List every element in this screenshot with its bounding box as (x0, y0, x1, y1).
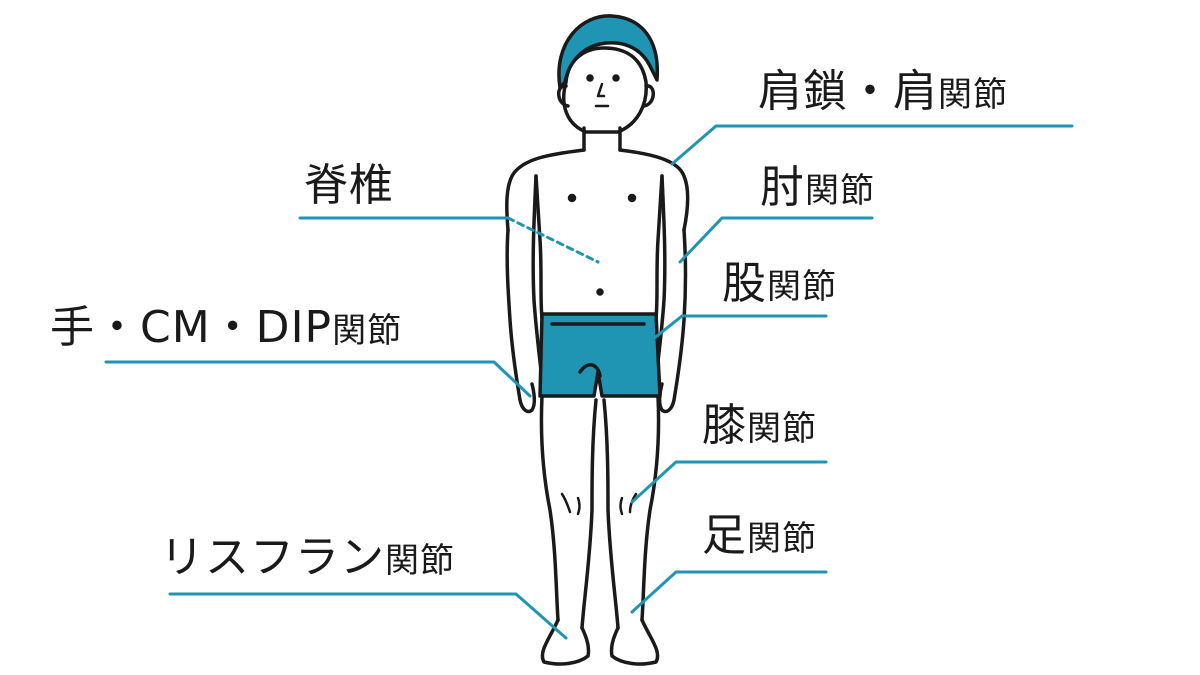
fly-line (578, 363, 602, 378)
label-knee-main: 膝 (702, 400, 747, 451)
leader-knee (630, 460, 828, 504)
navel (596, 288, 604, 296)
left-knee (560, 492, 581, 516)
nose (596, 82, 606, 98)
label-shoulder-joint: 肩鎖・肩関節 (758, 70, 1008, 114)
label-hand-main: 手・CM・DIP (50, 302, 333, 353)
shorts (538, 312, 662, 398)
leader-hip (630, 314, 828, 358)
left-eye (586, 74, 594, 82)
left-ear (557, 84, 570, 108)
label-ankle-main: 足 (702, 510, 747, 561)
head (562, 46, 648, 134)
label-shoulder-suffix: 関節 (938, 75, 1008, 115)
left-leg (539, 394, 598, 630)
label-hand-joint: 手・CM・DIP関節 (50, 306, 402, 350)
label-knee-suffix: 関節 (747, 409, 817, 449)
leader-ankle (630, 570, 828, 614)
right-knee (619, 492, 638, 516)
left-foot (540, 618, 591, 666)
label-shoulder-main: 肩鎖・肩 (758, 66, 938, 117)
label-hip-suffix: 関節 (767, 267, 837, 307)
label-spine-main: 脊椎 (304, 160, 394, 211)
label-knee-joint: 膝関節 (702, 404, 817, 448)
label-ankle-suffix: 関節 (747, 519, 817, 559)
left-chest-dot (567, 193, 577, 203)
leader-spine-dashed (506, 216, 600, 264)
hair (557, 14, 660, 90)
leader-lisfranc (168, 592, 568, 640)
label-lisfranc-suffix: 関節 (385, 541, 455, 581)
neck (582, 126, 622, 152)
torso (505, 148, 690, 320)
right-chest-dot (627, 193, 637, 203)
right-leg (602, 394, 661, 630)
label-hip-joint: 股関節 (722, 262, 837, 306)
label-ankle-joint: 足関節 (702, 514, 817, 558)
label-hip-main: 股 (722, 258, 767, 309)
label-lisfranc-joint: リスフラン関節 (160, 536, 455, 580)
label-hand-suffix: 関節 (332, 311, 403, 351)
right-ear (642, 84, 655, 108)
leader-hand (104, 360, 532, 398)
label-elbow-suffix: 関節 (805, 171, 875, 211)
label-elbow-joint: 肘関節 (760, 166, 875, 210)
label-elbow-main: 肘 (760, 162, 805, 213)
label-lisfranc-main: リスフラン (160, 532, 385, 583)
label-spine: 脊椎 (304, 164, 394, 208)
right-eye (612, 74, 620, 82)
leader-elbow (678, 216, 874, 264)
leader-shoulder (670, 124, 1074, 166)
right-foot (609, 618, 660, 666)
